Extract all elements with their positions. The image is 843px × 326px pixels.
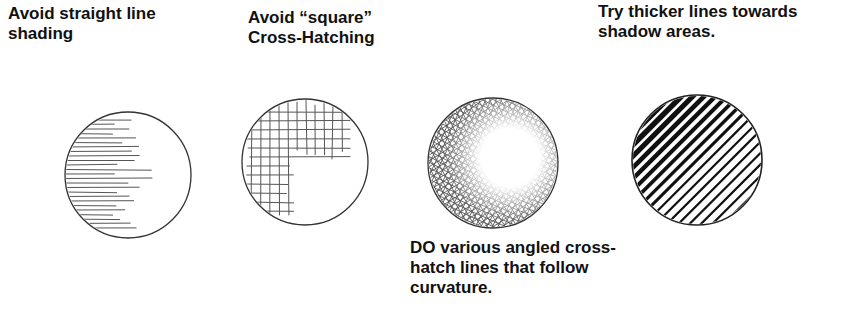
curved-cross-hatching [387,59,598,268]
instruction-label: DO various angled cross-hatch lines that… [410,238,650,298]
hatch-line [492,71,572,210]
hatch-line [691,154,804,267]
hatch-line [247,165,289,166]
hatch-line [64,200,134,201]
hatch-line [332,102,333,159]
hatch-line [249,112,350,113]
hatch-line [477,99,545,244]
hatch-line [315,105,316,154]
hatch-line [409,67,477,212]
hatch-line [64,192,117,194]
hatch-line [297,102,298,150]
hatch-line [64,155,139,157]
hatch-line [505,64,585,203]
hatch-line [652,115,765,228]
hatch-line [444,79,589,147]
hatch-line [491,105,559,250]
hatch-line [64,164,117,166]
hatch-line [423,74,491,219]
hatch-line [251,103,252,215]
hatch-line [64,178,152,180]
hatch-line [686,149,799,262]
hatch-line [64,214,113,216]
hatch-line [64,146,139,148]
hatch-line [453,94,533,233]
hatch-line [464,93,532,238]
hatch-line [288,102,290,215]
hatch-line [64,129,129,130]
instruction-label: Try thicker lines towards shadow areas. [598,2,836,42]
hatch-line [64,223,130,224]
hatch-line [501,66,581,205]
hatch-line [428,76,496,221]
hatch-line [402,170,547,238]
hatch-line [414,143,559,211]
hatch-line [450,86,518,231]
hatch-line [410,119,490,258]
hatch-line [64,187,139,188]
hatch-line [505,112,573,257]
hatch-line [64,209,125,210]
sphere-outline [65,112,191,238]
instruction-label: Avoid straight line shading [8,4,183,44]
hatch-line [64,151,131,152]
hatch-line [324,101,326,155]
hatch-line [674,137,787,250]
hatch-line [414,69,482,214]
hatch-line [432,78,500,223]
hatch-line [64,169,151,171]
hatch-line [64,142,122,143]
hatch-line [433,102,578,170]
hatch-line [669,132,782,245]
hatch-line [459,91,527,236]
hatch-line [396,61,464,206]
hatch-line [446,84,514,229]
hatch-line [442,84,587,152]
instruction-label: Avoid “square” Cross-Hatching [248,8,398,48]
hatch-line [250,156,350,157]
sphere-outline [242,99,368,225]
hatch-line [64,133,113,135]
hatch-line [455,88,523,233]
hatch-line [423,111,503,250]
hatch-line [509,114,577,259]
sphere-outline [632,95,762,225]
hatch-line [249,211,294,212]
hatch-line [64,196,129,197]
hatch-line [495,107,563,252]
hatch-line [414,116,494,255]
hatch-line [468,95,536,240]
hatch-line [486,103,554,248]
hatch-line [483,76,563,215]
hatch-line [64,219,120,221]
hatch-line [680,143,793,256]
hatch-line [247,129,350,131]
hatch-line [64,205,116,206]
hatch-line [418,72,486,217]
hatch-line [514,59,594,198]
hatch-line [64,137,136,138]
hatch-line [500,110,568,255]
hatch-line [450,66,595,134]
hatch-line [64,173,114,174]
hatch-line [64,160,134,161]
hatch-line [260,102,261,215]
hatch-line [306,101,307,155]
hatch-line [279,104,281,215]
hatch-line [269,101,270,215]
sphere-outline [428,98,558,228]
hatch-line [450,150,581,242]
hatch-line [496,69,576,208]
hatch-line [441,82,509,227]
hatch-line [248,148,350,149]
hatch-line [657,120,770,233]
hatch-line [697,160,810,273]
hatch-line [64,227,136,228]
hatch-line [246,193,287,195]
hatch-line [64,183,128,184]
thick-hatching [584,47,810,273]
hatch-line [473,97,541,242]
